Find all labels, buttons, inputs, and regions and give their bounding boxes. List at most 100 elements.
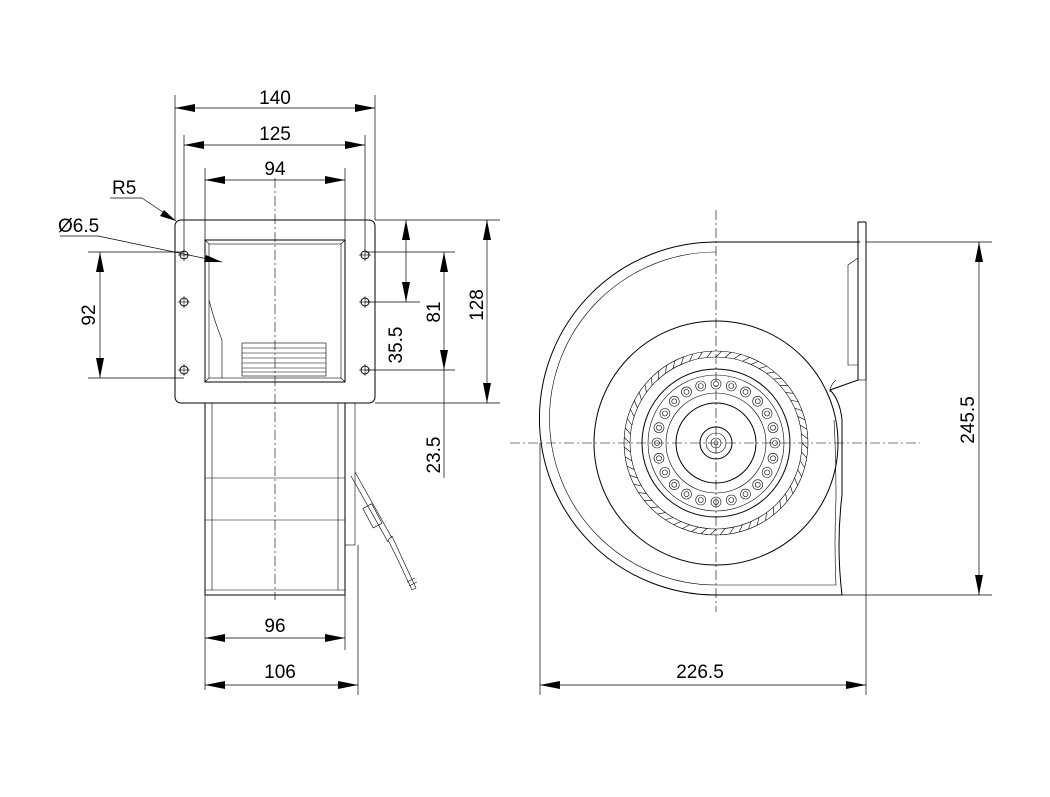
blade-tick <box>779 500 781 509</box>
dim-226-5: 226.5 <box>676 662 724 683</box>
blade-tick <box>680 356 684 365</box>
cable <box>350 471 418 591</box>
hub-hole <box>659 467 671 478</box>
dim-35-5: 35.5 <box>386 327 407 364</box>
blade-tick <box>691 526 699 532</box>
hub-hole-inner <box>697 497 704 503</box>
blade-tick <box>799 424 808 430</box>
hub-hole <box>740 386 751 398</box>
blade-tick <box>630 409 635 417</box>
hub-hole-inner <box>671 398 678 405</box>
blade-tick <box>700 528 708 534</box>
hub-hole-inner <box>683 491 690 497</box>
blade-tick <box>756 517 760 526</box>
blade-tick <box>623 437 631 444</box>
hub-hole-inner <box>728 497 735 503</box>
hub-holes <box>651 378 781 508</box>
hub-hole-inner <box>772 440 778 446</box>
hub-hole-inner <box>671 481 678 488</box>
blade-tick <box>665 365 667 374</box>
blade-tick <box>625 427 631 435</box>
hub-hole-inner <box>770 424 776 431</box>
dim-125: 125 <box>259 124 291 145</box>
blade-tick <box>665 517 674 521</box>
hub-hole <box>752 395 764 407</box>
blade-tick <box>794 477 798 486</box>
blade-tick <box>742 357 750 362</box>
blade-tick <box>750 361 759 365</box>
hub-hole <box>681 488 692 500</box>
hub-hole <box>695 380 707 392</box>
dim-hole-diameter: Ø6.5 <box>58 216 99 237</box>
hub-hole-inner <box>697 383 704 389</box>
hub-hole <box>653 452 665 464</box>
blade-tick <box>706 350 713 358</box>
hub-hole <box>752 479 764 491</box>
hub-hole <box>681 386 692 398</box>
hub-hole-inner <box>764 410 770 417</box>
side-view <box>510 210 920 612</box>
blade-tick <box>651 377 653 386</box>
hub-hole <box>668 479 680 491</box>
hub-hole <box>695 494 707 506</box>
front-view <box>174 178 418 600</box>
dim-128: 128 <box>467 289 488 321</box>
blade-tick <box>790 399 799 403</box>
hub-hole-inner <box>754 481 761 488</box>
blade-tick <box>633 483 642 487</box>
hub-hole-inner <box>754 398 761 405</box>
hub-hole-inner <box>683 389 690 395</box>
blade-tick <box>719 528 726 536</box>
hub-hole-inner <box>728 383 735 389</box>
blade-tick <box>794 407 803 411</box>
side-view-dimensions: 245.5 226.5 <box>539 241 992 695</box>
blade-tick <box>634 400 638 409</box>
blade-tick <box>629 475 638 479</box>
blade-tick <box>644 384 647 393</box>
dim-r5: R5 <box>112 178 136 199</box>
blade-tick <box>627 418 633 426</box>
blade-tick <box>624 456 633 462</box>
hub-hole <box>740 488 751 500</box>
hub-hole <box>659 408 671 419</box>
blade-tick <box>738 524 743 533</box>
housing-body <box>204 402 356 596</box>
blade-tick <box>766 371 775 374</box>
blade-tick <box>785 493 788 502</box>
impeller-blades <box>241 342 327 377</box>
hub-hole <box>767 422 779 434</box>
hub-hole-inner <box>770 455 776 462</box>
dim-23-5: 23.5 <box>424 437 445 474</box>
blade-tick <box>724 352 732 358</box>
blade-tick <box>715 350 722 358</box>
hub-hole <box>767 452 779 464</box>
volute-housing <box>539 241 860 596</box>
hub-hole <box>761 408 773 419</box>
blade-tick <box>748 521 752 530</box>
impeller-blade-ticks <box>623 350 809 536</box>
hub-hole <box>761 467 773 478</box>
hub-hole-inner <box>656 455 662 462</box>
blade-tick <box>773 378 782 380</box>
hub-hole-inner <box>662 410 668 417</box>
hub-hole-inner <box>742 389 749 395</box>
blade-tick <box>672 360 676 369</box>
hub-hole <box>725 380 737 392</box>
blade-tick <box>801 433 809 440</box>
dim-81: 81 <box>424 301 445 322</box>
mounting-holes <box>178 249 371 376</box>
blade-tick <box>801 442 809 449</box>
blade-tick <box>799 460 805 468</box>
blade-tick <box>785 392 794 394</box>
blade-tick <box>673 521 682 525</box>
blade-tick <box>790 485 794 494</box>
blade-tick <box>797 469 802 477</box>
blade-tick <box>650 506 659 508</box>
blade-tick <box>710 528 717 536</box>
blade-tick <box>801 451 807 459</box>
blade-tick <box>758 365 767 369</box>
front-view-dimensions: 140 125 94 R5 Ø6.5 92 <box>58 88 500 695</box>
blade-tick <box>626 465 635 470</box>
hub-hole-inner <box>656 424 662 431</box>
blade-tick <box>729 526 735 535</box>
